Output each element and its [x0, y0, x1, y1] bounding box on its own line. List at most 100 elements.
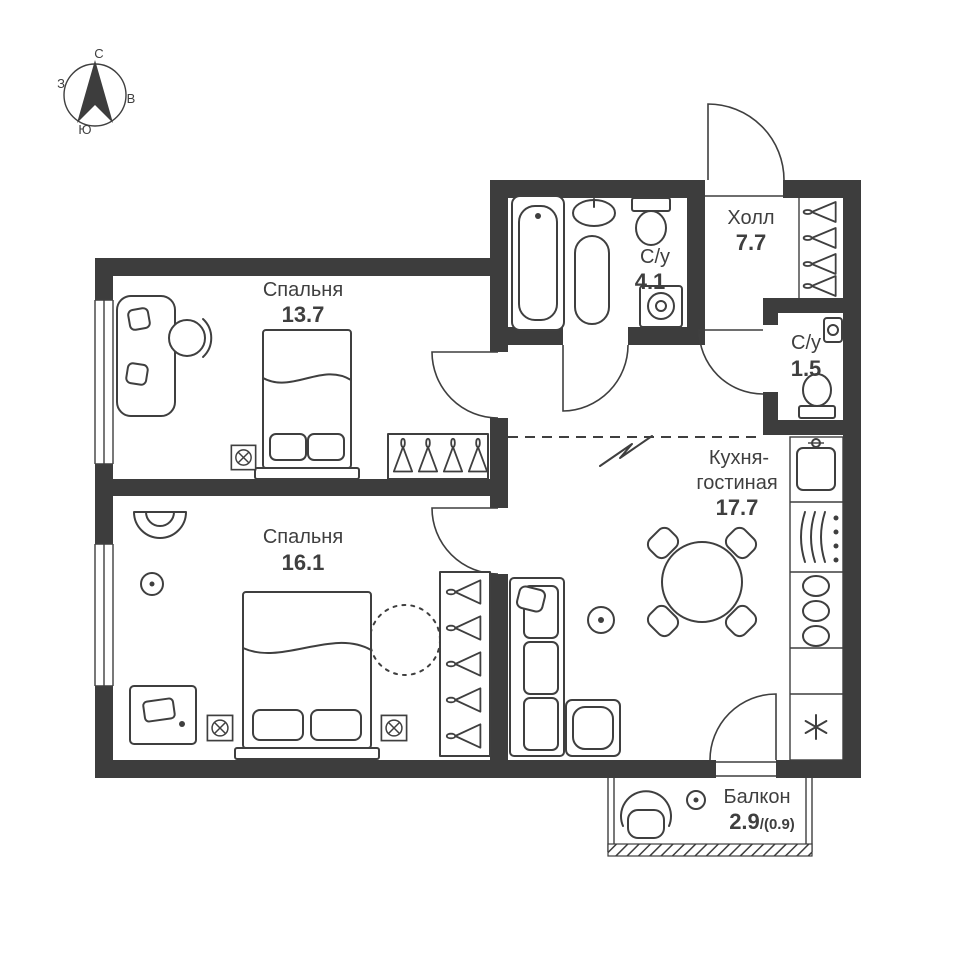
- chair-icon: [168, 319, 206, 357]
- nightstand-icon: [206, 714, 234, 742]
- wall-bath-bottom-b: [628, 327, 705, 345]
- walls: [95, 180, 861, 778]
- wall-bottom-right: [776, 760, 861, 778]
- console-table-inner: [145, 511, 175, 527]
- wall-entry-right: [783, 180, 861, 198]
- counter-dividers: [790, 501, 843, 695]
- kitchen-area: 17.7: [716, 495, 759, 520]
- dish-rack-icon: [800, 511, 839, 563]
- wall-bedrooms-divider: [113, 479, 490, 496]
- bathroom1-name: С/у: [640, 246, 670, 268]
- kitchen-fixtures: [789, 436, 844, 761]
- bathtub-icon: [511, 195, 565, 331]
- bedroom2-door-arc: [431, 507, 499, 575]
- corner-sink-icon: [823, 317, 843, 343]
- nightstand-icon: [380, 714, 408, 742]
- laptop-icon: [142, 697, 176, 723]
- dining-table-icon: [661, 541, 743, 623]
- wall-bath2-bottom: [763, 420, 861, 435]
- wall-corridor-2: [490, 418, 508, 508]
- bathroom1-fixtures: [511, 195, 683, 331]
- hall-area: 7.7: [736, 230, 767, 255]
- nightstand-icon: [230, 444, 257, 471]
- chair-icon: [646, 526, 680, 560]
- compass-east: В: [127, 91, 136, 106]
- toilet-icon: [798, 373, 836, 419]
- wall-bath-bottom-a: [508, 327, 563, 345]
- washing-machine-icon: [639, 285, 683, 328]
- balcony-glazing: [607, 843, 813, 857]
- compass: С В Ю З: [57, 46, 135, 137]
- bedroom1-furniture: [116, 295, 489, 480]
- bathroom2-door-arc: [698, 329, 764, 395]
- balcony-area-sub: /(0.9): [760, 816, 795, 833]
- desk-item-icon: [125, 362, 149, 386]
- wall-bath-top: [490, 180, 705, 198]
- kitchen-name-line1: Кухня-: [709, 447, 769, 469]
- kitchen-name-line2: гостиная: [696, 472, 777, 494]
- hanger-icon: [802, 274, 837, 298]
- hall-name: Холл: [727, 207, 774, 229]
- wall-bath2-left-a: [763, 313, 778, 325]
- wardrobe-icon: [439, 571, 491, 757]
- sink-icon: [572, 198, 616, 227]
- chair-icon: [646, 604, 680, 638]
- small-table-dot: [693, 797, 699, 803]
- ottoman-icon: [565, 699, 621, 757]
- north-arrow-icon: [77, 60, 113, 123]
- round-rug-icon: [369, 604, 441, 676]
- chair-icon: [724, 604, 758, 638]
- toilet-icon: [631, 197, 671, 246]
- wall-right: [843, 180, 861, 778]
- wall-corridor-3: [490, 574, 508, 760]
- compass-north: С: [94, 46, 103, 61]
- bed-icon: [254, 329, 360, 480]
- wall-hall-bath2: [763, 298, 861, 313]
- balcony-name: Балкон: [723, 786, 790, 808]
- dining-set: [646, 526, 758, 638]
- window-bedroom2: [93, 543, 117, 687]
- balcony-shell: [607, 195, 813, 857]
- bathroom2-fixtures: [798, 317, 843, 419]
- balcony-side-walls: [607, 778, 813, 852]
- hanger-icon: [802, 200, 837, 224]
- bathroom1-door-arc: [562, 344, 629, 412]
- round-stool-dot: [149, 581, 155, 587]
- snowflake-icon: [804, 714, 828, 740]
- water-heater-icon: [574, 235, 610, 325]
- room-labels: Спальня 13.7 Спальня 16.1 С/у 4.1 Холл 7…: [263, 207, 821, 834]
- compass-west: З: [57, 76, 65, 91]
- pillow-icon: [515, 585, 547, 613]
- hall-fixtures: [798, 198, 837, 298]
- bathroom2-area: 1.5: [791, 356, 822, 381]
- balcony-furniture: [620, 790, 706, 839]
- wall-top-left: [95, 258, 508, 276]
- opening-zigzag-icon: [599, 435, 653, 467]
- entry-door-arc: [707, 103, 785, 181]
- mouse-icon: [179, 721, 185, 727]
- kitchen-sink-icon: [796, 438, 836, 491]
- bedroom2-name: Спальня: [263, 526, 343, 548]
- windows: [93, 299, 117, 687]
- balcony-door-arc: [709, 693, 777, 761]
- window-bedroom1: [93, 299, 117, 465]
- wall-bath-right: [687, 180, 705, 345]
- hanger-icon: [802, 252, 837, 276]
- kitchen-counter: [789, 436, 844, 761]
- stove-icon: [802, 575, 830, 647]
- bedroom1-area: 13.7: [282, 302, 325, 327]
- bedroom2-furniture: [129, 511, 491, 760]
- bathroom1-area: 4.1: [635, 269, 666, 294]
- wall-corridor-1: [490, 276, 508, 352]
- balcony-area-main: 2.9: [729, 809, 760, 834]
- desk-item-icon: [127, 307, 151, 331]
- side-table-dot: [598, 617, 604, 623]
- compass-south: Ю: [78, 122, 91, 137]
- chair-icon: [724, 526, 758, 560]
- bedroom2-area: 16.1: [282, 550, 325, 575]
- armchair-seat: [627, 809, 665, 839]
- wardrobe-icon: [387, 433, 489, 480]
- wall-bath-connector: [490, 180, 508, 276]
- sofa-group: [509, 577, 621, 757]
